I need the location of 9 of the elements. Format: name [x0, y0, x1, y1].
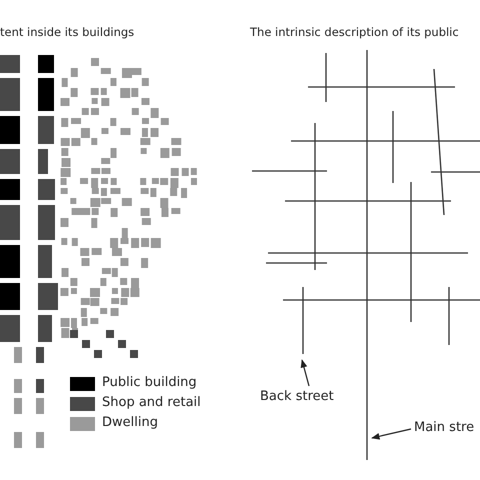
- street-label: Back street: [260, 389, 334, 404]
- legend-text: Public building: [102, 375, 197, 390]
- leader-arrow: [371, 428, 412, 440]
- legend-text: Shop and retail: [102, 395, 201, 410]
- panel-title: tent inside its buildings: [0, 25, 134, 39]
- panel-title: The intrinsic description of its public: [250, 25, 459, 39]
- street-label: Main stre: [414, 420, 474, 435]
- legend-text: Dwelling: [102, 415, 158, 430]
- leader-arrow: [300, 359, 310, 386]
